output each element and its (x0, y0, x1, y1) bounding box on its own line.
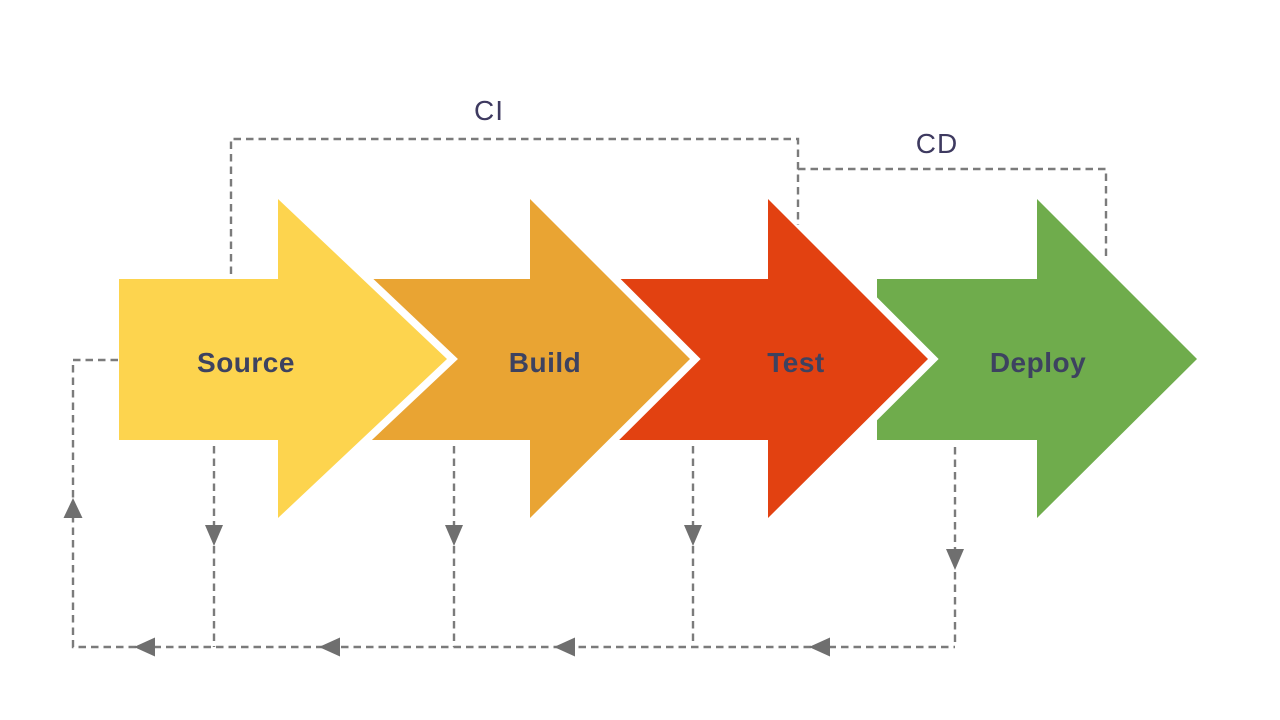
arrow-up-icon (63, 498, 83, 518)
arrow-down-icon (445, 525, 463, 546)
ci-label: CI (474, 95, 504, 126)
test-label: Test (767, 347, 825, 378)
stage-arrows (111, 180, 1208, 537)
arrow-down-icon (684, 525, 702, 546)
build-arrow (354, 180, 701, 537)
build-label: Build (509, 347, 582, 378)
source-label: Source (197, 347, 295, 378)
arrow-down-icon (946, 549, 964, 570)
stage-labels: Source Build Test Deploy (197, 347, 1086, 378)
arrow-left-icon (319, 637, 340, 657)
arrow-down-icon (205, 525, 223, 546)
arrow-left-icon (134, 637, 155, 657)
flow-arrowheads (63, 498, 964, 657)
test-arrow (600, 180, 939, 537)
deploy-label: Deploy (990, 347, 1086, 378)
cd-bracket-line (798, 167, 1108, 261)
cd-label: CD (916, 128, 958, 159)
ci-bracket-line (229, 137, 800, 274)
deploy-arrow (869, 180, 1208, 537)
arrow-left-icon (809, 637, 830, 657)
arrow-left-icon (554, 637, 575, 657)
source-arrow (111, 181, 458, 536)
